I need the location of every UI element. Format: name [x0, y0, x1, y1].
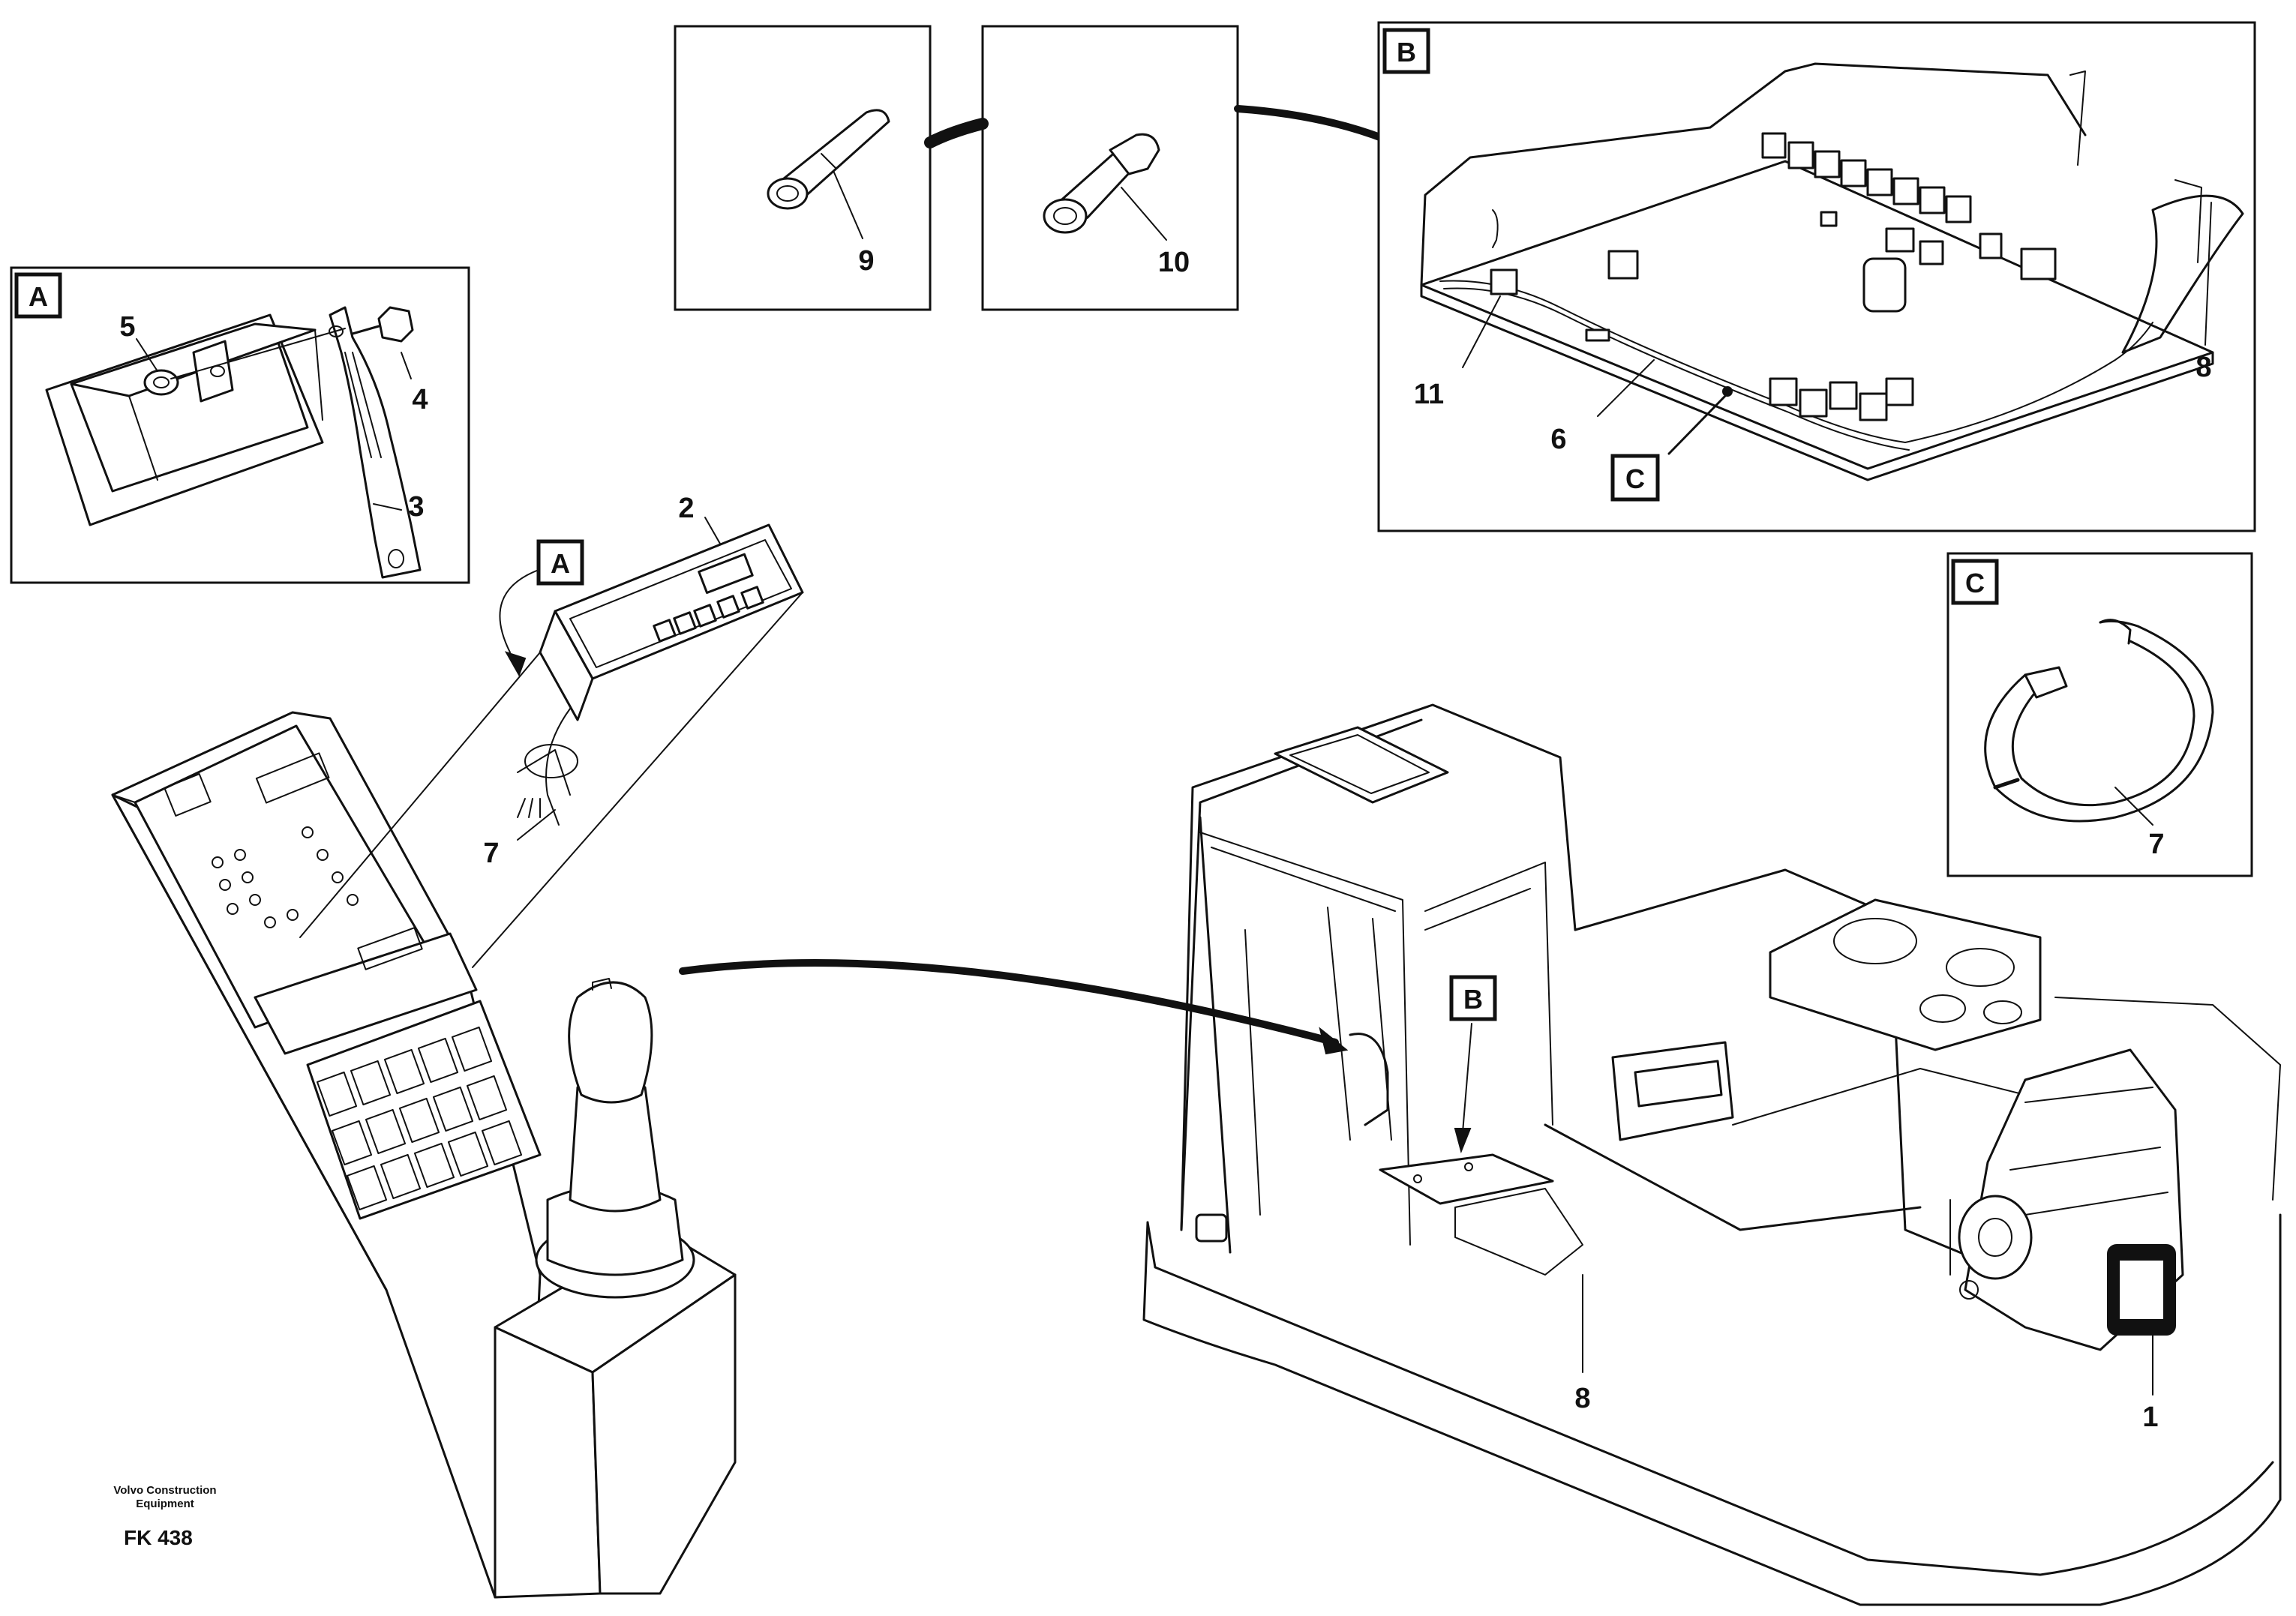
pointer-b-tag: B [1463, 984, 1483, 1015]
label-7-console: 7 [483, 838, 499, 869]
company-name-line1: Volvo Construction [113, 1484, 216, 1497]
hydraulic-pump [1958, 1048, 2184, 1351]
display-unit-2 [299, 517, 804, 968]
company-name-line2: Equipment [136, 1498, 194, 1510]
label-2: 2 [678, 493, 694, 524]
label-7-detail: 7 [2148, 829, 2164, 860]
bracket-clip [192, 340, 234, 403]
nut-5 [143, 369, 179, 396]
label-8-machine: 8 [1574, 1383, 1590, 1414]
detail-c-panel: C 7 [1946, 552, 2253, 877]
control-console [111, 711, 542, 1599]
relay-row [1761, 132, 1972, 223]
button-grid [306, 1000, 542, 1220]
ground-strap-3 [329, 306, 422, 579]
label-9: 9 [858, 245, 874, 277]
pointer-a-tag: A [551, 548, 570, 579]
cable-tie-7 [1984, 619, 2214, 823]
detail-a-panel: A 5 4 [10, 266, 470, 584]
label-3: 3 [408, 491, 424, 523]
label-10: 10 [1158, 247, 1190, 278]
pointer-c-tag: C [1625, 463, 1645, 494]
detail-b-panel: B [1377, 21, 2256, 532]
joystick [494, 978, 737, 1599]
display-unit-housing [45, 313, 324, 526]
label-8-board: 8 [2195, 352, 2211, 383]
detail-a-tag: A [29, 281, 48, 312]
indicator-lights [212, 826, 359, 928]
label-4: 4 [412, 384, 428, 415]
electrical-board [1420, 62, 2244, 481]
detail-connector-9: 9 [674, 25, 932, 311]
excavator-upper-structure [1142, 703, 2282, 1606]
drawing-code: FK 438 [124, 1526, 193, 1549]
detail-c-tag: C [1965, 568, 1985, 598]
screw-4 [351, 306, 414, 343]
label-6: 6 [1550, 424, 1566, 455]
label-11: 11 [1414, 379, 1444, 410]
detail-b-tag: B [1397, 37, 1416, 67]
label-5: 5 [119, 311, 135, 343]
label-1: 1 [2142, 1402, 2158, 1433]
detail-connector-10: 10 [981, 25, 1239, 311]
